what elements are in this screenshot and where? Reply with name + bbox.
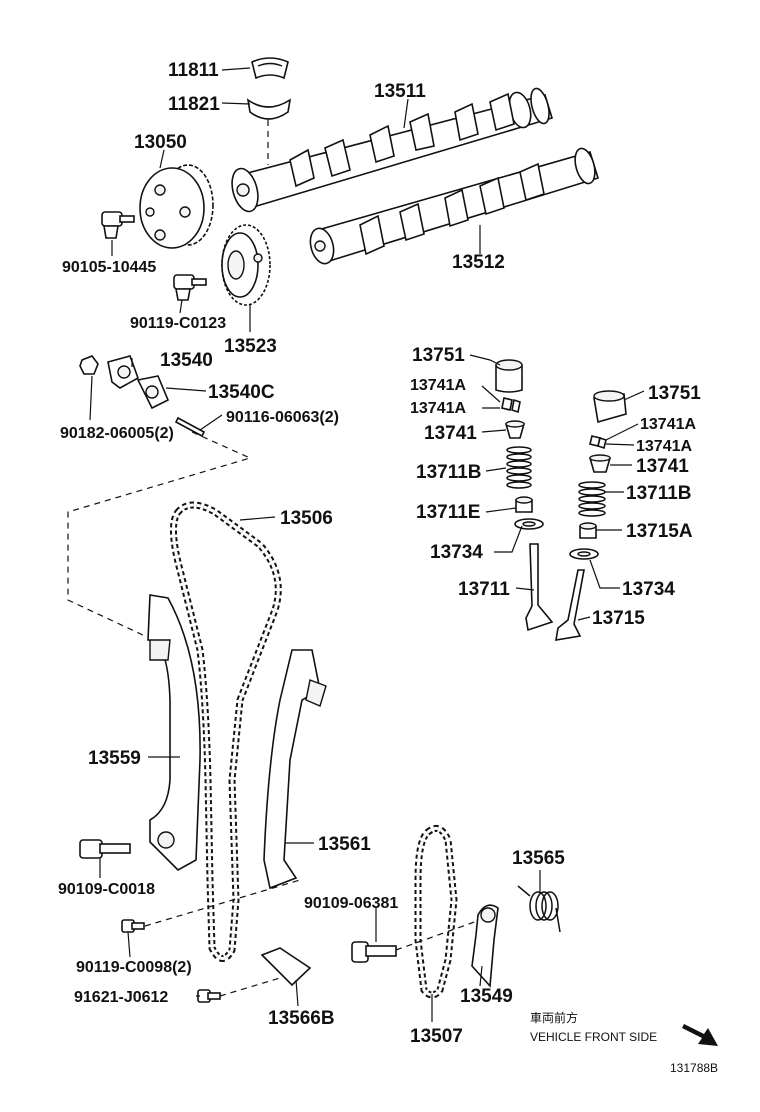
- oil-pump-chain-13507: [414, 824, 458, 999]
- bolt-90109-06381: [351, 941, 397, 963]
- label-90182-06005: 90182-06005(2): [60, 425, 174, 442]
- label-13741A-2: 13741A: [410, 400, 466, 417]
- label-13507: 13507: [410, 1026, 463, 1047]
- label-13715: 13715: [592, 608, 645, 629]
- label-13711E: 13711E: [416, 502, 480, 523]
- bolt-90105-10445: [101, 211, 135, 239]
- label-13741A-4: 13741A: [636, 438, 692, 455]
- valve-spring-13711B-left: [506, 446, 532, 489]
- label-13711B-right: 13711B: [626, 483, 692, 504]
- label-13511: 13511: [374, 81, 426, 102]
- camshaft-13512: [309, 147, 599, 265]
- valve-keeper-13741A-left: [501, 397, 521, 414]
- bolt-90119-C0123: [173, 274, 207, 301]
- nut-90182: [79, 355, 99, 375]
- stud-90116: [174, 416, 206, 438]
- label-13512: 13512: [452, 252, 505, 273]
- label-13715A: 13715A: [626, 521, 693, 542]
- label-90109-06381: 90109-06381: [304, 895, 398, 912]
- label-90105-10445: 90105-10445: [62, 259, 156, 276]
- chain-damper-13561: [263, 649, 327, 890]
- tensioner-arm-13549: [471, 904, 499, 988]
- valve-stem-seal-13715A: [579, 522, 597, 539]
- spring-seat-13734-right: [569, 548, 599, 560]
- arrow-down-right-icon: [682, 1024, 718, 1046]
- label-90119-C0098: 90119-C0098(2): [76, 959, 192, 976]
- label-13540: 13540: [160, 350, 213, 371]
- label-13751-left: 13751: [412, 345, 465, 366]
- bolt-90109-C0018: [79, 839, 131, 859]
- diagram-code: 131788B: [670, 1061, 718, 1075]
- label-13741-right: 13741: [636, 456, 689, 477]
- label-90119-C0123: 90119-C0123: [130, 315, 226, 332]
- label-13566B: 13566B: [268, 1008, 335, 1029]
- label-13549: 13549: [460, 986, 513, 1007]
- label-13741A-3: 13741A: [640, 416, 696, 433]
- label-90109-C0018: 90109-C0018: [58, 881, 155, 898]
- label-13540C: 13540C: [208, 382, 275, 403]
- label-13741-left: 13741: [424, 423, 477, 444]
- label-90116-06063: 90116-06063(2): [226, 409, 339, 426]
- bolt-guide-dash-1: [144, 879, 301, 927]
- label-13506: 13506: [280, 508, 333, 529]
- intake-valve-13711: [525, 543, 554, 632]
- valve-stem-seal-13711E: [515, 496, 533, 513]
- spring-retainer-13741-right: [588, 454, 612, 473]
- tensioner-guide-dash: [67, 431, 252, 637]
- bearing-upper-11811: [251, 57, 289, 80]
- timing-chain-13506: [170, 501, 282, 962]
- label-11821: 11821: [168, 94, 220, 115]
- vehicle-front-jp: 車両前方: [530, 1010, 578, 1025]
- bolt-91621-J0612: [197, 989, 221, 1003]
- bolt-90119-C0098: [121, 919, 145, 933]
- sprocket-13523: [221, 224, 271, 306]
- label-13559: 13559: [88, 748, 141, 769]
- chain-plate-13566B: [260, 947, 312, 987]
- chain-slipper-13559: [147, 594, 201, 871]
- label-91621-J0612: 91621-J0612: [74, 989, 168, 1006]
- vehicle-front-side: VEHICLE FRONT SIDE: [530, 1030, 657, 1044]
- label-11811: 11811: [168, 60, 219, 81]
- label-13561: 13561: [318, 834, 371, 855]
- bolt-guide-dash-2: [219, 974, 291, 997]
- valve-lifter-13751-left: [495, 359, 523, 393]
- gasket-13540C: [136, 375, 170, 410]
- leader-lines: [89, 67, 645, 1022]
- label-13711B-left: 13711B: [416, 462, 482, 483]
- spring-13565: [517, 885, 561, 933]
- label-13050: 13050: [134, 132, 187, 153]
- spring-retainer-13741-left: [504, 420, 526, 439]
- valve-keeper-13741A-right: [589, 435, 607, 450]
- vvt-gear-13050: [139, 164, 214, 249]
- chain-tensioner-13540: [107, 355, 139, 389]
- bearing-lower-11821: [246, 98, 292, 120]
- label-13734-left: 13734: [430, 542, 483, 563]
- label-13523: 13523: [224, 336, 277, 357]
- label-13734-right: 13734: [622, 579, 675, 600]
- label-13711: 13711: [458, 579, 510, 600]
- label-13741A-1: 13741A: [410, 377, 466, 394]
- exhaust-valve-13715: [555, 569, 585, 641]
- label-13565: 13565: [512, 848, 565, 869]
- label-13751-right: 13751: [648, 383, 701, 404]
- valve-spring-13711B-right: [578, 481, 606, 517]
- valve-lifter-13751-right: [593, 390, 627, 424]
- camshaft-13511: [231, 87, 553, 213]
- bolt-guide-dash-3: [395, 919, 481, 951]
- spring-seat-13734-left: [514, 518, 544, 530]
